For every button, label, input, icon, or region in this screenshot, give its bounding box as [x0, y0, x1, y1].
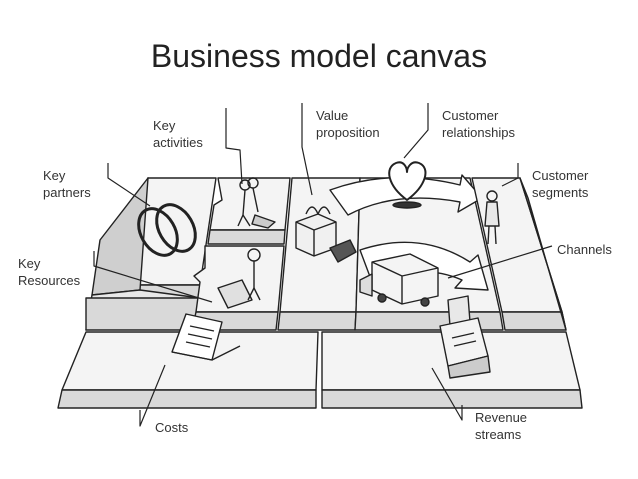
workers-icon: [237, 177, 276, 229]
key-activities-block: [207, 177, 291, 245]
costs-block: [57, 331, 319, 409]
key-partners-label: Key partners: [43, 168, 91, 200]
value-proposition-label: Value proposition: [316, 108, 380, 140]
costs-label: Costs: [155, 420, 189, 435]
linked-rings-icon: [137, 203, 197, 257]
revenue-streams-label: Revenue streams: [475, 410, 528, 442]
invoice-paper-icon: [171, 313, 241, 361]
gift-box-icon: [295, 206, 357, 263]
delivery-truck-icon: [359, 253, 439, 307]
heart-icon: [388, 161, 427, 209]
customer-relationships-label: Customer relationships: [442, 108, 515, 140]
key-resources-label: Key Resources: [18, 256, 81, 288]
customer-segments-label: Customer segments: [532, 168, 589, 200]
person-standing-icon: [484, 190, 500, 245]
page-title: Business model canvas: [150, 38, 488, 74]
label-leader-lines: [93, 103, 553, 427]
key-activities-label: Key activities: [153, 118, 203, 150]
cash-register-icon: [439, 295, 491, 379]
machine-worker-icon: [217, 248, 261, 309]
channels-label: Channels: [557, 242, 612, 257]
